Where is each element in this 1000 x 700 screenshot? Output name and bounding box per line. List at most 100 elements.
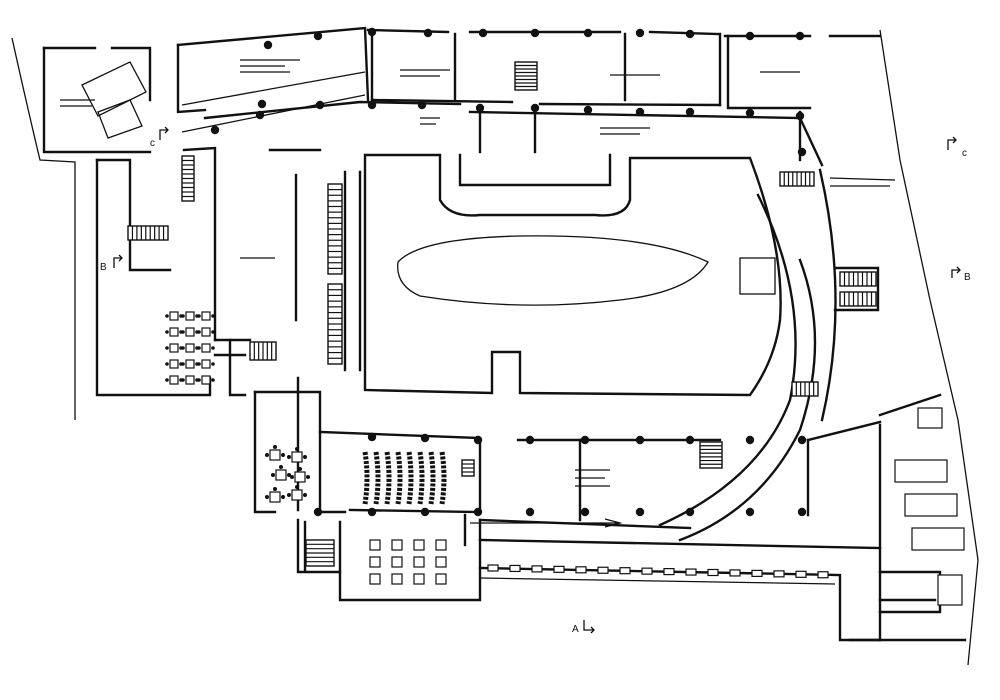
lounge-table: [290, 467, 310, 483]
svg-text:c: c: [962, 148, 967, 159]
desk: [369, 556, 381, 568]
atrium: [343, 153, 782, 397]
seating-row: [428, 451, 436, 505]
column-dot: [417, 100, 427, 110]
column-dot: [635, 107, 645, 117]
site-boundary: [11, 29, 979, 666]
column-dot: [635, 28, 645, 38]
seating-row: [362, 451, 370, 505]
terrace-planter: [685, 568, 697, 576]
stair: [514, 61, 538, 91]
lounge-table: [271, 465, 291, 481]
desk: [435, 539, 447, 551]
stair: [327, 183, 343, 275]
west-wing: [95, 158, 275, 397]
dining-table: [181, 359, 199, 369]
north-wing: [42, 26, 882, 154]
column-dot: [313, 31, 323, 41]
column-dot: [685, 107, 695, 117]
column-dot: [745, 435, 755, 445]
seating-row: [439, 451, 447, 505]
seating-row: [417, 451, 425, 505]
section-marker-b-right: B: [951, 266, 971, 283]
column-dot: [685, 507, 695, 517]
column-dot: [797, 435, 807, 445]
seating-row: [395, 451, 403, 505]
desk: [435, 556, 447, 568]
section-marker-c-right: c: [947, 136, 967, 159]
angled-structure: [81, 61, 147, 117]
column-dot: [795, 31, 805, 41]
terrace-planter: [597, 566, 609, 574]
column-dot: [530, 103, 540, 113]
south-terrace: [478, 407, 967, 642]
svg-text:B: B: [964, 272, 971, 283]
dining-table: [165, 359, 183, 369]
column-dot: [367, 432, 377, 442]
column-dot: [367, 507, 377, 517]
column-dot: [795, 111, 805, 121]
column-dot: [423, 28, 433, 38]
desk: [391, 556, 403, 568]
column-dot: [797, 147, 807, 157]
east-corridor: [658, 168, 942, 542]
desk: [435, 573, 447, 585]
terrace-planter: [509, 564, 521, 573]
lounge-table: [287, 447, 307, 463]
svg-text:B: B: [100, 262, 107, 273]
stair: [791, 381, 819, 397]
dining-table: [181, 375, 199, 385]
terrace-planter: [641, 567, 653, 575]
terrace-planter: [773, 570, 785, 578]
lounge-table: [265, 445, 285, 461]
reflecting-pool: [397, 235, 709, 306]
terrace-planter: [707, 568, 719, 577]
column-dot: [745, 507, 755, 517]
furniture-layout: [165, 311, 829, 585]
desk: [413, 556, 425, 568]
column-dot: [635, 435, 645, 445]
dining-table: [165, 343, 183, 353]
column-dot: [263, 40, 273, 50]
column-dot: [478, 28, 488, 38]
dining-table: [165, 375, 183, 385]
stair: [181, 155, 195, 202]
column-dot: [745, 31, 755, 41]
stair: [249, 341, 277, 361]
seating-row: [384, 451, 392, 505]
column-dot: [583, 105, 593, 115]
desk: [413, 539, 425, 551]
column-dot: [420, 433, 430, 443]
svg-text:c: c: [150, 138, 155, 149]
dining-table: [181, 311, 199, 321]
desk: [369, 573, 381, 585]
svg-text:A: A: [572, 624, 579, 635]
column-dot: [797, 507, 807, 517]
terrace-planter: [553, 565, 565, 573]
column-dot: [685, 435, 695, 445]
stair: [305, 539, 335, 567]
stair: [327, 283, 343, 365]
structural-columns: [210, 27, 807, 517]
desk: [391, 573, 403, 585]
dining-table: [181, 343, 199, 353]
column-dot: [530, 28, 540, 38]
stair: [461, 459, 475, 477]
dining-table: [165, 327, 183, 337]
column-dot: [367, 27, 377, 37]
seating-row: [373, 451, 381, 505]
column-dot: [420, 507, 430, 517]
section-marker-c-top: c: [150, 126, 169, 149]
lounge-table: [265, 487, 285, 503]
dining-table: [197, 343, 215, 353]
section-marker-a-bottom: A: [572, 620, 595, 635]
terrace-planter: [575, 566, 587, 574]
terrace-planter: [751, 569, 763, 578]
column-dot: [580, 435, 590, 445]
staircases: [127, 61, 877, 567]
stair: [839, 291, 877, 307]
column-dot: [313, 507, 323, 517]
stair: [127, 225, 169, 241]
column-dot: [525, 435, 535, 445]
